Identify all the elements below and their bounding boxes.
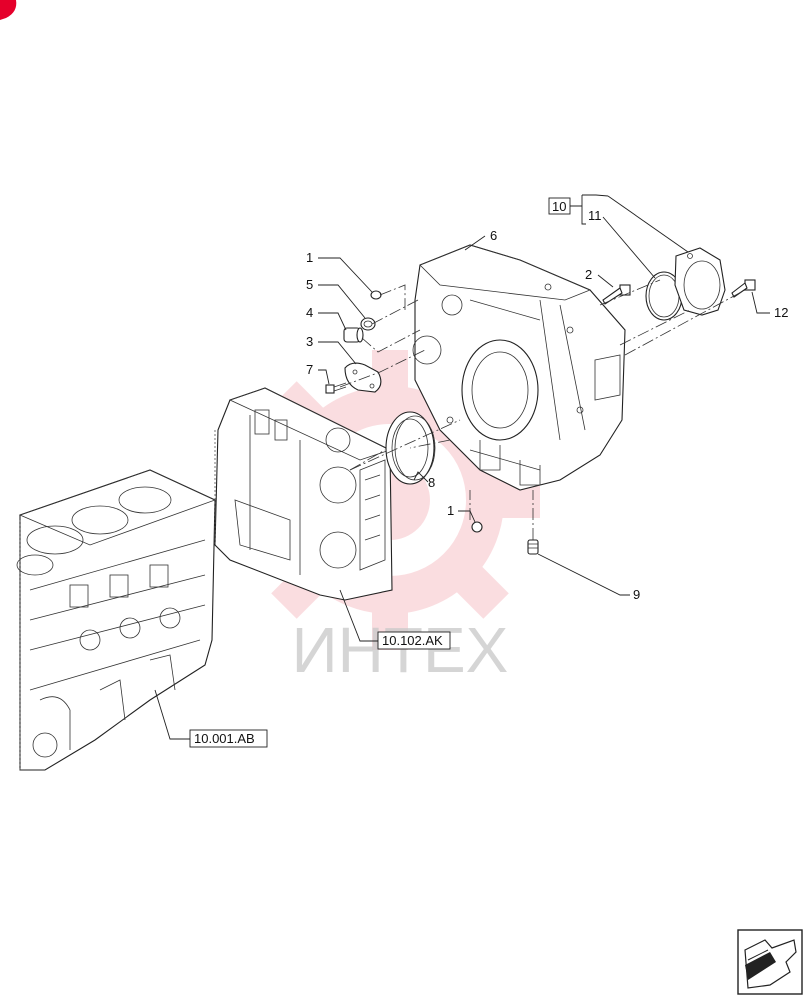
- watermark-text: ИНТЕХ: [292, 614, 509, 686]
- callout-7: 7: [306, 362, 313, 377]
- part-2-bolt: [602, 284, 631, 305]
- leader-lines: [154, 195, 770, 740]
- callout-1-top: 1: [306, 250, 313, 265]
- part-3-cover-plate: [344, 362, 382, 393]
- part-7-bolt: [325, 382, 347, 394]
- callout-5: 5: [306, 277, 313, 292]
- red-logo-corner-icon: [0, 0, 17, 20]
- engine-block-illustration: [16, 469, 217, 771]
- callout-8: 8: [428, 475, 435, 490]
- reference-engine-block-label[interactable]: 10.001.AB: [194, 731, 255, 746]
- callout-1-bottom: 1: [447, 503, 454, 518]
- callout-10-box: 10: [548, 194, 609, 215]
- part-4-plug: [343, 327, 364, 343]
- assembly-lines: [339, 279, 746, 540]
- flywheel-housing-illustration: [412, 244, 626, 491]
- part-1-plug-bottom: [471, 521, 483, 533]
- reference-gear-housing-label[interactable]: 10.102.AK: [382, 633, 443, 648]
- part-5-oring: [360, 317, 376, 331]
- part-9-dowel: [527, 539, 539, 555]
- reference-gear-housing-box[interactable]: 10.102.AK: [377, 631, 451, 650]
- part-12-bolt: [731, 279, 756, 298]
- part-10-cover: [674, 247, 726, 316]
- callout-3: 3: [306, 334, 313, 349]
- callout-12: 12: [774, 305, 788, 320]
- callout-4: 4: [306, 305, 313, 320]
- part-11-oring: [645, 271, 683, 321]
- callout-11: 11: [588, 208, 602, 223]
- callout-2: 2: [585, 267, 592, 282]
- return-arrow-icon[interactable]: [737, 929, 803, 995]
- gear-housing-illustration: [214, 387, 393, 601]
- part-1-plug-top: [370, 290, 382, 300]
- callout-10: 10: [552, 199, 566, 214]
- callout-9: 9: [633, 587, 640, 602]
- reference-engine-block-box[interactable]: 10.001.AB: [189, 729, 268, 748]
- callout-6: 6: [490, 228, 497, 243]
